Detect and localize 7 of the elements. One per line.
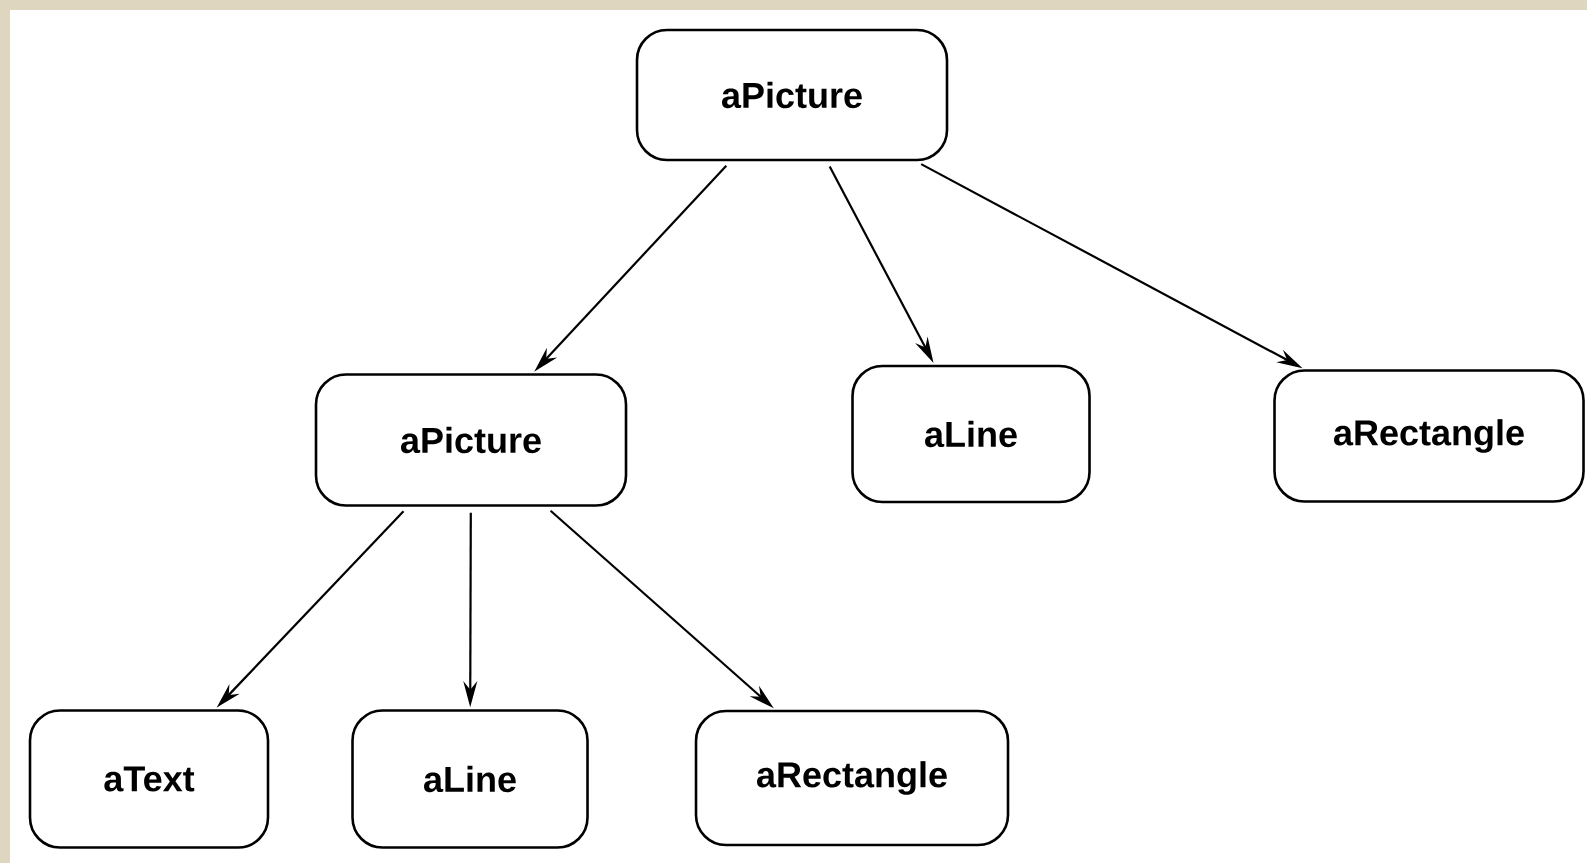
object-box: aLine	[851, 364, 1091, 504]
object-box: aPicture	[314, 373, 628, 507]
object-box: aLine	[351, 709, 589, 849]
object-box: aRectangle	[694, 709, 1010, 847]
object-box: aText	[28, 709, 270, 849]
object-box: aPicture	[635, 28, 949, 162]
object-box: aRectangle	[1273, 369, 1585, 503]
